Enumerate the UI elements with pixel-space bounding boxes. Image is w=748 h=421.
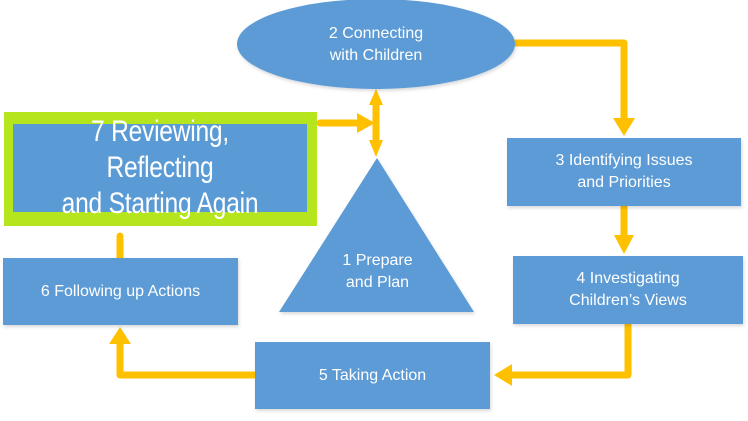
node-4-box bbox=[513, 256, 743, 324]
node-7-label: 7 Reviewing, Reflecting and Starting Aga… bbox=[61, 115, 259, 220]
node-3-box bbox=[507, 138, 741, 206]
arrowhead-up-to-2 bbox=[369, 89, 383, 105]
arrowhead-into-6 bbox=[109, 327, 131, 344]
arrow-5-to-6 bbox=[116, 341, 259, 379]
node-2-ellipse bbox=[237, 0, 515, 89]
arrowhead-into-5 bbox=[494, 364, 512, 386]
node-7-box bbox=[13, 124, 307, 212]
node-6-box bbox=[3, 258, 238, 325]
node-4-label: 4 Investigating Children’s Views bbox=[569, 270, 687, 309]
node-1-triangle bbox=[279, 158, 474, 312]
arrow-2-to-3 bbox=[506, 39, 628, 122]
arrowhead-into-connector bbox=[357, 113, 375, 133]
node-3-label: 3 Identifying Issues and Priorities bbox=[555, 152, 693, 191]
arrowhead-into-3 bbox=[613, 118, 635, 136]
node-5-box bbox=[255, 342, 490, 409]
arrowhead-down-to-1 bbox=[369, 140, 383, 157]
node-1-label: 1 Prepare and Plan bbox=[342, 252, 413, 291]
node-6-label: 6 Following up Actions bbox=[40, 282, 201, 300]
node-5-label: 5 Taking Action bbox=[318, 366, 427, 384]
arrowhead-into-4 bbox=[614, 235, 634, 254]
node-2-label: 2 Connecting with Children bbox=[328, 25, 424, 64]
arrow-4-to-5 bbox=[506, 320, 632, 379]
